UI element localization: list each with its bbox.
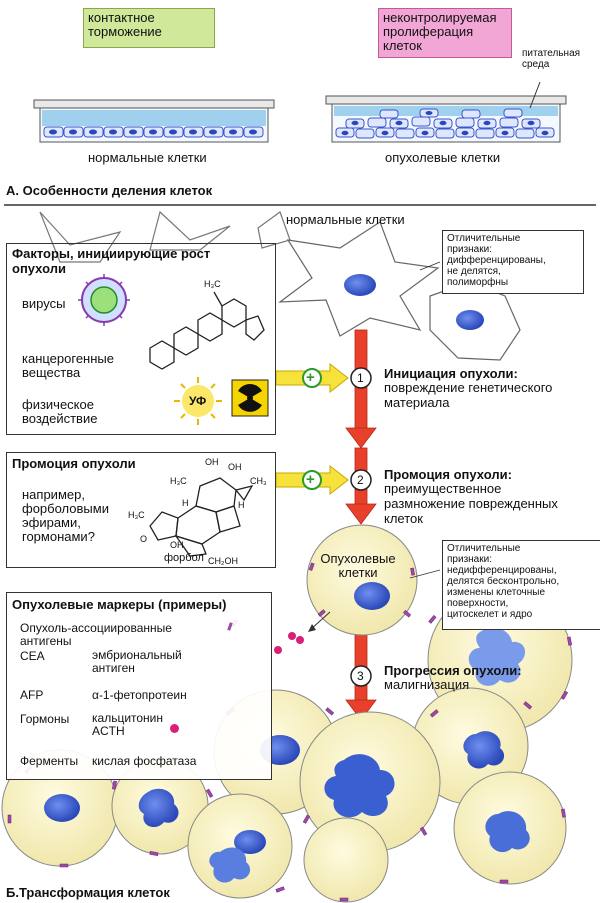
markers-hormones-desc: кальцитонин ACTH — [92, 711, 164, 738]
markers-cea: CEA — [20, 649, 45, 663]
methyl-group-label: H₃C — [204, 279, 221, 289]
section-a-title: А. Особенности деления клеток — [6, 183, 213, 198]
phorbol-structure — [149, 477, 254, 557]
radiation-icon — [231, 379, 269, 417]
markers-afp-desc: α-1-фетопротеин — [92, 688, 187, 702]
phorbol-label: форбол — [164, 552, 204, 564]
phorbol-h-2: H — [238, 500, 245, 510]
step-3-title: Прогрессия опухоли: — [384, 663, 522, 678]
step-1-title: Инициация опухоли: — [384, 366, 518, 381]
secreted-marker-dots — [274, 632, 304, 654]
step-2-title: Промоция опухоли: — [384, 467, 512, 482]
virus-icon — [78, 274, 130, 326]
tumor-cell-top — [306, 524, 418, 636]
normal-features-callout: Отличительные признаки: дифференцированы… — [442, 230, 584, 294]
step-3-number: 3 — [357, 669, 364, 683]
uncontrolled-proliferation-label: неконтролируемая пролиферация клеток — [378, 8, 512, 58]
petri-dish-tumor — [325, 81, 567, 143]
section-b-title: Б.Трансформация клеток — [6, 885, 170, 900]
nutrient-medium-label: питательная среда — [522, 48, 581, 70]
step-1-number: 1 — [357, 371, 364, 385]
carcinogens-label: канцерогенные вещества — [22, 351, 114, 380]
phorbol-h3c-2: H₃C — [128, 510, 145, 520]
markers-antigens: Опухоль-ассоциированные антигены — [20, 621, 172, 648]
step-2-number: 2 — [357, 473, 364, 487]
markers-box — [6, 592, 272, 780]
markers-title: Опухолевые маркеры (примеры) — [12, 597, 227, 612]
markers-enzymes: Ферменты — [20, 754, 79, 768]
plus-2: + — [306, 471, 315, 488]
tumor-features-callout: Отличительные признаки: недифференцирова… — [442, 540, 600, 630]
plus-circles — [302, 368, 322, 490]
markers-enzymes-desc: кислая фосфатаза — [92, 754, 197, 768]
normal-cells-background — [39, 210, 291, 263]
phorbol-oh-2: OH — [228, 462, 242, 472]
uv-sun-icon — [174, 377, 222, 425]
step-1-text: повреждение генетического материала — [384, 380, 553, 410]
step-2-text: преимущественное размножение поврежденны… — [384, 481, 558, 526]
carcinogen-structure — [149, 291, 265, 370]
hormone-marker-dot — [170, 724, 179, 733]
phorbol-h-1: H — [182, 498, 189, 508]
markers-hormones: Гормоны — [20, 712, 70, 726]
plus-1: + — [306, 369, 315, 386]
physical-impact-label: физическое воздействие — [22, 397, 98, 426]
normal-cell-star — [278, 221, 440, 337]
promotion-box — [6, 452, 276, 568]
factors-title: Факторы, инициирующие рост опухоли — [12, 246, 211, 276]
contact-inhibition-label: контактное торможение — [83, 8, 215, 48]
tumor-cells-caption: опухолевые клетки — [385, 150, 501, 165]
viruses-label: вирусы — [22, 296, 66, 311]
petri-dish-normal — [33, 99, 275, 143]
phorbol-ch3: CH₃ — [250, 476, 267, 486]
promotion-box-text: например, форболовыми эфирами, гормонами… — [22, 487, 109, 544]
uv-label: УФ — [189, 394, 207, 408]
markers-afp: AFP — [20, 688, 44, 702]
step-circles — [350, 367, 372, 687]
step-3-text: малигнизация — [384, 677, 470, 692]
phorbol-o: O — [140, 534, 148, 544]
phorbol-oh-3: OH — [170, 540, 184, 550]
tumor-cells-label: Опухолевые клетки — [320, 551, 396, 580]
phorbol-ch2oh: CH₂OH — [208, 556, 238, 566]
normal-cells-label: нормальные клетки — [286, 212, 405, 227]
phorbol-h3c-1: H₃C — [170, 476, 187, 486]
promotion-box-title: Промоция опухоли — [12, 456, 136, 471]
markers-cea-desc: эмбриональный антиген — [92, 648, 182, 675]
factors-box — [6, 243, 276, 435]
normal-cells-caption: нормальные клетки — [88, 150, 207, 165]
phorbol-oh-1: OH — [205, 457, 219, 467]
